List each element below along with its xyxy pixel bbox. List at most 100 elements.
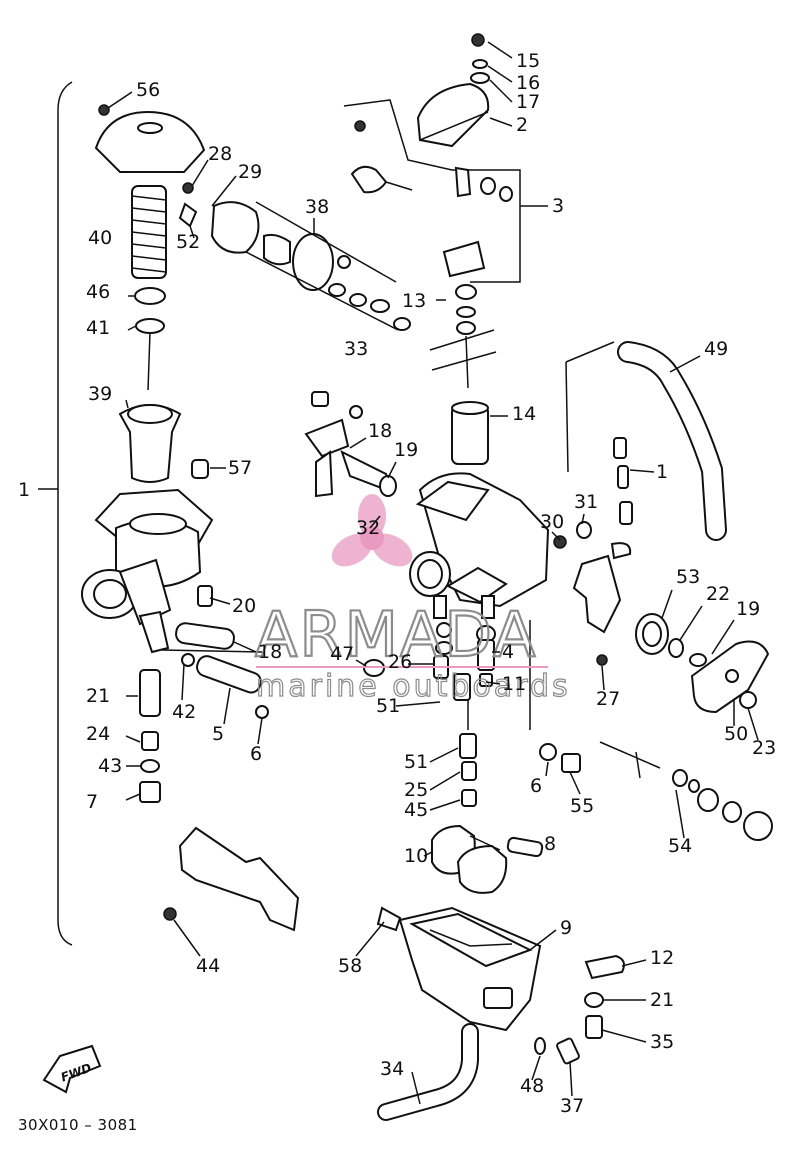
leader-line	[679, 605, 703, 641]
leader-line	[181, 663, 185, 701]
leader-line	[395, 701, 441, 707]
leader-line	[487, 65, 513, 83]
leader-line	[661, 589, 673, 619]
leader-line	[711, 619, 735, 655]
callout-label-25: 25	[404, 779, 428, 801]
part-cap	[94, 110, 206, 173]
callout-label-31: 31	[574, 491, 598, 513]
callout-label-57: 57	[228, 457, 252, 479]
callout-label-54: 54	[668, 835, 692, 857]
callout-label-35: 35	[650, 1031, 674, 1053]
leader-line	[429, 799, 461, 811]
callout-label-23: 23	[752, 737, 776, 759]
diagram-code: 30X010 – 3081	[18, 1116, 138, 1134]
leader-line	[257, 717, 263, 745]
callout-label-42: 42	[172, 701, 196, 723]
leader-line	[209, 597, 231, 605]
leader-line	[485, 681, 501, 685]
callout-label-47: 47	[330, 643, 354, 665]
callout-label-14: 14	[512, 403, 536, 425]
callout-label-11: 11	[502, 673, 526, 695]
part-throttle-lever	[572, 554, 622, 634]
leader-line	[747, 707, 759, 741]
leader-line	[545, 761, 549, 777]
callout-label-48: 48	[520, 1075, 544, 1097]
callout-label-17: 17	[516, 91, 540, 113]
callout-label-15: 15	[516, 50, 540, 72]
leader-line	[125, 399, 129, 409]
callout-labels: 1516172356282938524046411333391819144957…	[86, 41, 776, 1117]
leader-line	[223, 687, 231, 725]
fwd-arrow-icon	[42, 1044, 102, 1094]
callout-label-9: 9	[560, 917, 572, 939]
callout-label-29: 29	[238, 161, 262, 183]
callout-label-26: 26	[388, 651, 412, 673]
armada-watermark: ARMADA marine outboards	[254, 494, 571, 705]
leader-line	[173, 919, 201, 957]
leader-line	[369, 515, 381, 529]
callout-label-5: 5	[212, 723, 224, 745]
watermark-tagline: marine outboards	[256, 669, 571, 704]
callout-label-28: 28	[208, 143, 232, 165]
leader-line	[629, 469, 655, 473]
callout-label-34: 34	[380, 1058, 404, 1080]
leader-line	[191, 159, 209, 187]
callout-label-6: 6	[250, 743, 262, 765]
label-part-1: 1	[18, 479, 30, 501]
leader-line	[531, 1055, 541, 1081]
leader-line	[675, 789, 685, 839]
callout-label-1: 1	[656, 461, 668, 483]
leader-line	[601, 1029, 647, 1043]
callout-label-44: 44	[196, 955, 220, 977]
callout-label-56: 56	[136, 79, 160, 101]
callout-label-6: 6	[530, 775, 542, 797]
callout-label-20: 20	[232, 595, 256, 617]
part-top-cover	[416, 82, 490, 148]
leader-line	[423, 851, 433, 857]
callout-label-21: 21	[86, 685, 110, 707]
callout-label-30: 30	[540, 511, 564, 533]
callout-label-13: 13	[402, 290, 426, 312]
leader-line	[429, 771, 461, 791]
callout-label-43: 43	[98, 755, 122, 777]
part-carburetor-body	[409, 472, 550, 619]
leader-line	[551, 531, 561, 541]
callout-label-16: 16	[516, 72, 540, 94]
callout-label-52: 52	[176, 231, 200, 253]
leader-line	[211, 175, 237, 207]
leader-line	[487, 41, 513, 59]
callout-label-21: 21	[650, 989, 674, 1011]
leader-line	[489, 79, 513, 103]
leader-line	[107, 91, 133, 109]
callout-label-55: 55	[570, 795, 594, 817]
callout-label-18: 18	[368, 420, 392, 442]
callout-label-40: 40	[88, 227, 112, 249]
leader-line	[125, 793, 141, 801]
callout-label-7: 7	[86, 791, 98, 813]
callout-label-33: 33	[344, 338, 368, 360]
callout-label-51: 51	[404, 751, 428, 773]
leader-line	[355, 921, 385, 957]
leader-line	[621, 959, 647, 967]
leader-line	[349, 437, 367, 449]
callout-label-8: 8	[544, 833, 556, 855]
callout-label-27: 27	[596, 688, 620, 710]
callout-label-24: 24	[86, 723, 110, 745]
leader-line	[581, 513, 585, 525]
left-bracket	[57, 81, 73, 946]
callout-label-46: 46	[86, 281, 110, 303]
leader-line	[569, 1061, 573, 1097]
callout-label-22: 22	[706, 583, 730, 605]
callout-label-37: 37	[560, 1095, 584, 1117]
leader-line	[529, 929, 557, 951]
leader-line	[233, 641, 257, 653]
callout-label-51: 51	[376, 695, 400, 717]
part-bracket-plate	[178, 826, 300, 932]
leader-line	[489, 117, 513, 127]
leader-line	[355, 659, 367, 667]
callout-label-38: 38	[305, 196, 329, 218]
leader-line	[601, 665, 605, 691]
leader-line	[127, 325, 137, 331]
callout-label-4: 4	[502, 641, 514, 663]
callout-label-19: 19	[736, 598, 760, 620]
